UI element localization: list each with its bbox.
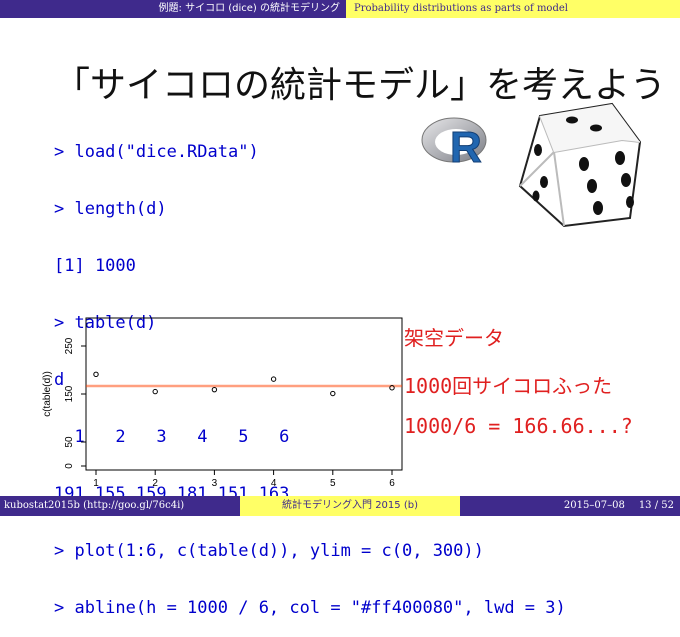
footer-bar: kubostat2015b (http://goo.gl/76c4i) 統計モデ…	[0, 496, 680, 516]
code-line: > load("dice.RData")	[54, 142, 259, 162]
data-point	[152, 388, 158, 395]
code-line: 1 2 3 4 5 6	[54, 427, 290, 447]
data-point	[330, 390, 336, 397]
footer-course[interactable]: 統計モデリング入門 2015 (b)	[240, 496, 460, 516]
x-tick-label: 5	[330, 478, 336, 489]
annotation-rolled-1000: 1000回サイコロふった	[404, 374, 613, 398]
header-bar: 例題: サイコロ (dice) の統計モデリング Probability dis…	[0, 0, 680, 18]
x-tick-label: 1	[93, 478, 99, 489]
x-tick-label: 6	[389, 478, 395, 489]
footer-date-page[interactable]: 2015–07–08 13 / 52	[460, 496, 680, 516]
footer-author[interactable]: kubostat2015b (http://goo.gl/76c4i)	[0, 496, 240, 516]
code-line: > plot(1:6, c(table(d)), ylim = c(0, 300…	[54, 541, 484, 561]
data-point	[211, 386, 218, 393]
dice-icon	[518, 102, 642, 228]
subsection-label[interactable]: Probability distributions as parts of mo…	[346, 0, 680, 18]
section-label[interactable]: 例題: サイコロ (dice) の統計モデリング	[0, 0, 346, 18]
x-tick-label: 4	[271, 478, 277, 489]
y-tick-label: 0	[64, 463, 75, 469]
code-line: > abline(h = 1000 / 6, col = "#ff400080"…	[54, 598, 566, 618]
y-tick-label: 150	[64, 385, 75, 402]
y-axis-label: c(table(d))	[42, 371, 53, 417]
code-line: [1] 1000	[54, 256, 136, 276]
y-tick-label: 250	[64, 337, 75, 354]
r-logo-letter: R	[450, 123, 482, 170]
data-point	[93, 371, 99, 378]
footer-date: 2015–07–08	[563, 500, 625, 511]
x-tick-label: 2	[152, 478, 158, 489]
annotation-fictional-data: 架空データ	[404, 326, 504, 350]
r-logo-icon: R	[421, 117, 487, 170]
y-tick-label: 50	[64, 436, 75, 448]
plot-frame	[85, 317, 403, 471]
footer-page: 13 / 52	[638, 500, 674, 511]
annotation-expected-value: 1000/6 = 166.66...?	[404, 414, 633, 438]
slide-title: 「サイコロの統計モデル」を考えよう	[54, 65, 667, 106]
x-tick-label: 3	[212, 478, 218, 489]
code-line: d	[54, 370, 65, 390]
dice-count-plot: c(table(d)) 1 2 3 4 5 6 0 50 150 250	[42, 317, 403, 489]
data-point	[389, 385, 395, 391]
code-line: > length(d)	[54, 199, 167, 219]
data-point	[270, 376, 277, 382]
